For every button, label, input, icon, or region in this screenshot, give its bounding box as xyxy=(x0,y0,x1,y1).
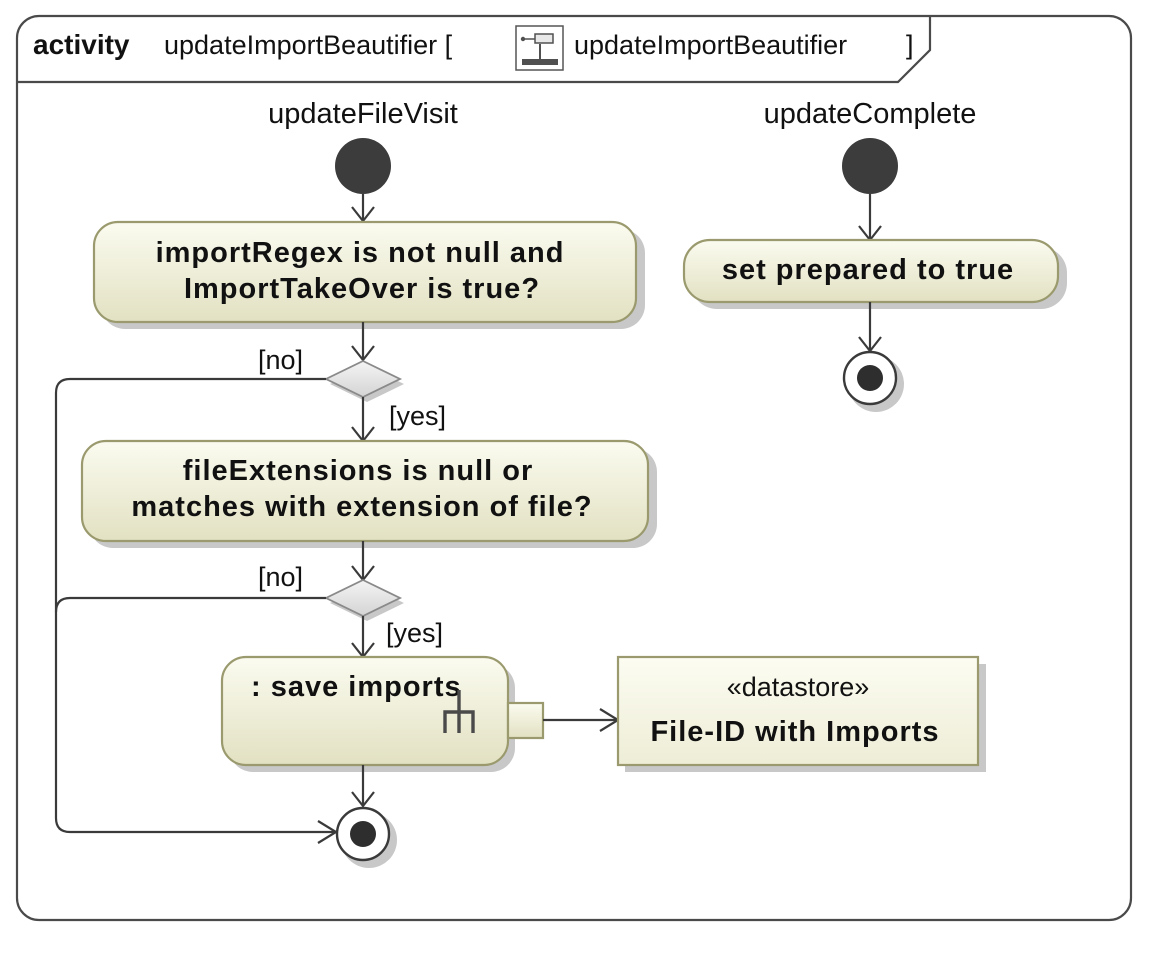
action-extension-check-line2: matches with extension of file? xyxy=(131,491,592,523)
decision-node-1[interactable] xyxy=(323,359,404,402)
action-save-imports[interactable]: : save imports xyxy=(220,655,515,772)
output-pin[interactable] xyxy=(506,701,545,740)
guard-yes-1: [yes] xyxy=(389,401,446,431)
frame-keyword: activity xyxy=(33,29,130,60)
arrow-head xyxy=(351,791,375,808)
guard-no-1: [no] xyxy=(258,345,303,375)
datastore-stereotype: «datastore» xyxy=(727,672,870,702)
frame-title: updateImportBeautifier [ xyxy=(164,30,453,60)
decision-node-2[interactable] xyxy=(323,578,404,621)
action-import-check-line1: importRegex is not null and xyxy=(156,237,565,269)
action-save-imports-label: : save imports xyxy=(251,671,462,703)
frame-ref-name: updateImportBeautifier xyxy=(574,30,847,60)
initial-node-file-visit[interactable] xyxy=(335,138,391,194)
action-extension-check[interactable]: fileExtensions is null or matches with e… xyxy=(80,439,657,548)
initial-label-file-visit: updateFileVisit xyxy=(268,98,458,130)
activity-final-node-2[interactable] xyxy=(842,350,904,412)
guard-no-2: [no] xyxy=(258,562,303,592)
initial-node-complete[interactable] xyxy=(842,138,898,194)
action-import-check-line2: ImportTakeOver is true? xyxy=(184,273,540,305)
rake-icon xyxy=(443,690,475,733)
guard-yes-2: [yes] xyxy=(386,618,443,648)
no-flow-edge-2 xyxy=(54,596,326,613)
arrow-head xyxy=(317,820,339,844)
activity-diagram-icon xyxy=(515,25,564,71)
action-extension-check-line1: fileExtensions is null or xyxy=(183,455,534,487)
datastore-node[interactable]: «datastore» File-ID with Imports xyxy=(616,655,986,772)
datastore-name: File-ID with Imports xyxy=(650,716,939,748)
frame-close-bracket: ] xyxy=(906,30,914,60)
action-set-prepared-label: set prepared to true xyxy=(722,254,1014,286)
initial-label-complete: updateComplete xyxy=(764,98,977,130)
action-set-prepared[interactable]: set prepared to true xyxy=(682,238,1067,309)
action-import-check[interactable]: importRegex is not null and ImportTakeOv… xyxy=(92,220,645,329)
activity-final-node-1[interactable] xyxy=(335,806,397,868)
